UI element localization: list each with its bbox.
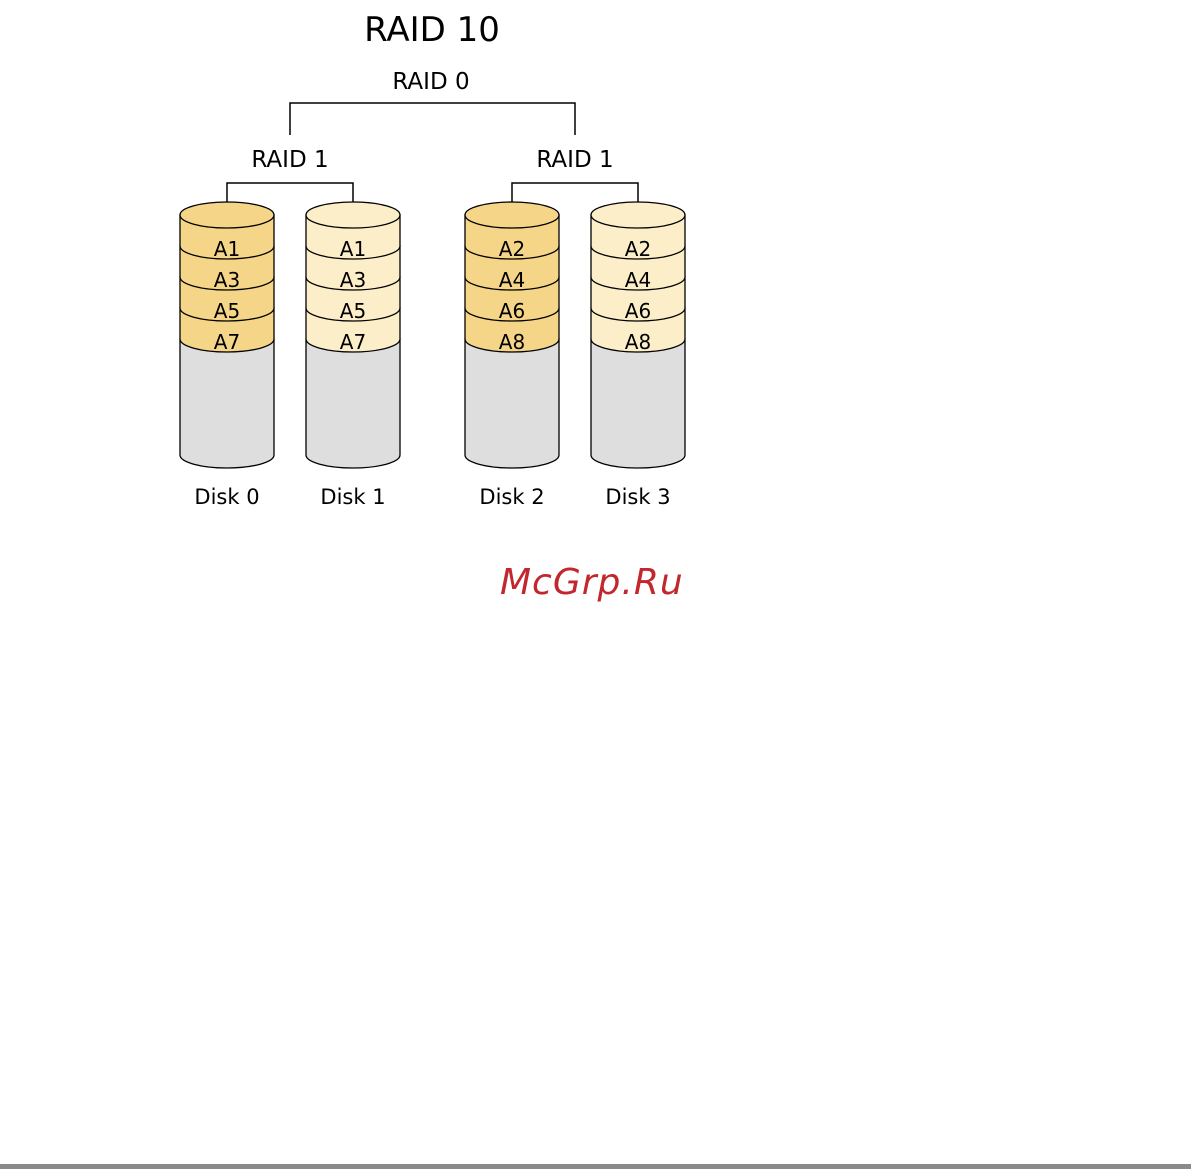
block-label: A2 <box>499 237 525 261</box>
watermark-text: McGrp.Ru <box>500 562 684 603</box>
raid0-label: RAID 0 <box>392 69 469 95</box>
block-label: A5 <box>340 299 366 323</box>
block-label: A3 <box>214 268 240 292</box>
disk-empty-space <box>306 339 400 468</box>
block-label: A4 <box>625 268 651 292</box>
bottom-border <box>0 1164 1191 1169</box>
disk-top-cap <box>465 202 559 228</box>
raid1-label-left: RAID 1 <box>251 147 328 173</box>
block-label: A7 <box>340 330 366 354</box>
block-label: A2 <box>625 237 651 261</box>
diagram-title: RAID 10 <box>364 10 500 50</box>
disk-top-cap <box>180 202 274 228</box>
disk-empty-space <box>591 339 685 468</box>
disk-name: Disk 0 <box>194 485 259 509</box>
disk-top-cap <box>591 202 685 228</box>
disk-name: Disk 2 <box>479 485 544 509</box>
raid0-connector <box>290 103 575 135</box>
block-label: A7 <box>214 330 240 354</box>
block-label: A1 <box>340 237 366 261</box>
block-label: A8 <box>625 330 651 354</box>
block-label: A6 <box>499 299 525 323</box>
block-label: A4 <box>499 268 525 292</box>
raid10-diagram: RAID 10 RAID 0 RAID 1 RAID 1 A1A3A5A7Dis… <box>0 0 1191 640</box>
disk-top-cap <box>306 202 400 228</box>
disk-empty-space <box>465 339 559 468</box>
raid1-label-right: RAID 1 <box>536 147 613 173</box>
block-label: A1 <box>214 237 240 261</box>
disk-name: Disk 3 <box>605 485 670 509</box>
disk-name: Disk 1 <box>320 485 385 509</box>
block-label: A8 <box>499 330 525 354</box>
block-label: A3 <box>340 268 366 292</box>
disk-empty-space <box>180 339 274 468</box>
block-label: A5 <box>214 299 240 323</box>
block-label: A6 <box>625 299 651 323</box>
